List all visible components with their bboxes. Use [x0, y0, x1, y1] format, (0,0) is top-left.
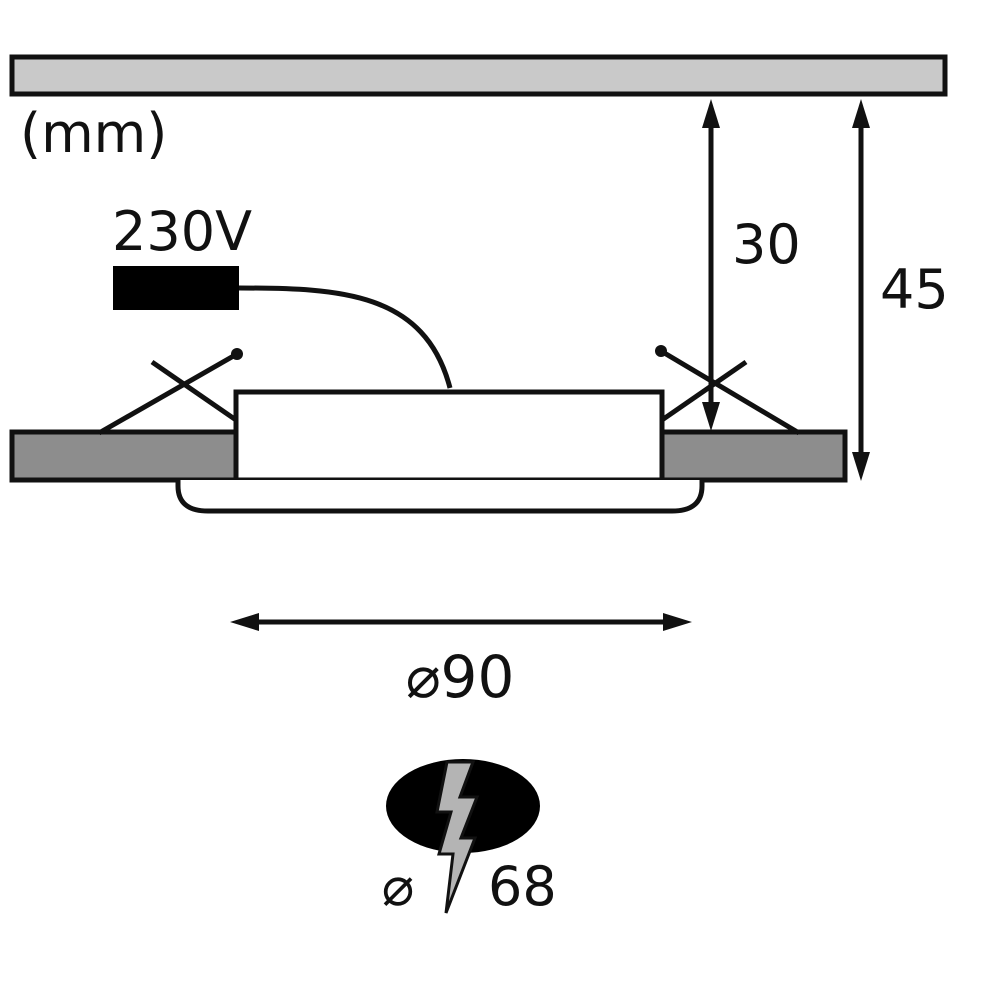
lightning-bolt-icon [435, 760, 480, 914]
trim-bezel [175, 480, 705, 514]
dimension-68-value: 68 [488, 855, 557, 918]
arrowhead-up-icon [702, 99, 720, 128]
voltage-label: 230V [112, 200, 252, 263]
arrowhead-up-icon [852, 99, 870, 128]
dimension-45-label: 45 [880, 258, 949, 321]
power-connector-box [113, 266, 239, 310]
arrowhead-left-icon [230, 613, 259, 631]
ceiling-panel [9, 54, 948, 97]
dimension-30: 30 [702, 99, 801, 431]
dimension-90: ⌀90 [230, 613, 692, 711]
dimension-68: ⌀ 68 [382, 855, 557, 918]
ceiling-cut-block-left [9, 429, 239, 483]
spring-clip-right [655, 345, 801, 436]
dimension-45: 45 [852, 99, 949, 481]
power-wire [238, 285, 453, 389]
unit-label: (mm) [20, 102, 167, 165]
arrowhead-down-icon [852, 452, 870, 481]
ceiling-cut-block-right [659, 429, 848, 483]
dimension-90-label: ⌀90 [406, 643, 515, 711]
arrowhead-down-icon [702, 402, 720, 431]
fixture-housing [233, 389, 665, 483]
cutout-symbol [386, 759, 540, 914]
dimension-30-label: 30 [732, 213, 801, 276]
spring-clip-left [97, 348, 243, 436]
dimension-68-symbol: ⌀ [382, 855, 415, 918]
arrowhead-right-icon [663, 613, 692, 631]
